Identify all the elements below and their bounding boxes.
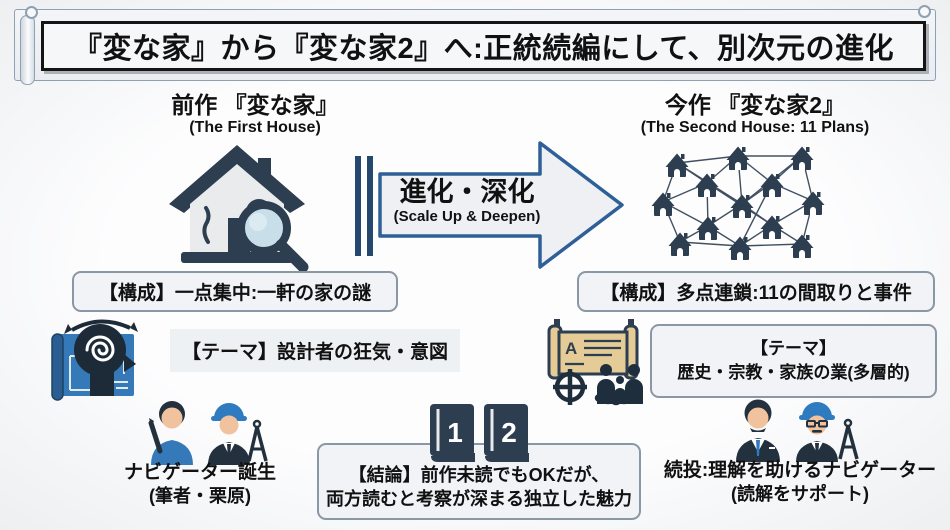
page-title: 『変な家』から『変な家2』へ:正統続編にして、別次元の進化 (73, 33, 894, 65)
right-header-title: 今作 『変な家2』 (664, 92, 846, 118)
left-structure-box: 【構成】一点集中:一軒の家の謎 (72, 271, 398, 312)
title-box: 『変な家』から『変な家2』へ:正統続編にして、別次元の進化 (41, 21, 926, 71)
arrow-label: 進化・深化 (Scale Up & Deepen) (382, 177, 552, 227)
left-column-header: 前作 『変な家』 (The First House) (105, 92, 405, 137)
right-header-subtitle: (The Second House: 11 Plans) (640, 119, 870, 136)
evolution-arrow: 進化・深化 (Scale Up & Deepen) (352, 136, 627, 274)
left-theme-text: 【テーマ】設計者の狂気・意図 (170, 329, 461, 372)
right-navigator-caption: 続投:理解を助けるナビゲーター (読解をサポート) (652, 459, 948, 506)
conclusion-box: 【結論】前作未読でもOKだが、 両方読むと考察が深まる独立した魅力 (317, 443, 641, 520)
right-structure-box: 【構成】多点連鎖:11の間取りと事件 (577, 271, 935, 312)
left-navigator-caption: ナビゲーター誕生 (筆者・栗原) (55, 461, 345, 508)
right-structure-text: 【構成】多点連鎖:11の間取りと事件 (600, 283, 912, 304)
right-column-header: 今作 『変な家2』 (The Second House: 11 Plans) (585, 92, 925, 137)
scroll-curl-right-icon (918, 5, 931, 18)
left-navigator-line2: (筆者・栗原) (149, 486, 251, 506)
scroll-letter: A (565, 339, 577, 358)
house-magnifier-icon (162, 142, 312, 277)
right-theme-line2: 歴史・宗教・家族の業(多層的) (677, 363, 910, 382)
arrow-title: 進化・深化 (399, 177, 535, 207)
right-theme-box: 【テーマ】 歴史・宗教・家族の業(多層的) (650, 324, 937, 398)
left-header-subtitle: (The First House) (189, 119, 321, 136)
right-theme-line1: 【テーマ】 (751, 339, 836, 358)
left-structure-text: 【構成】一点集中:一軒の家の謎 (98, 283, 372, 304)
history-scroll-family-icon: A (542, 312, 650, 413)
scroll-curl-left-icon (25, 6, 38, 19)
left-header-title: 前作 『変な家』 (171, 92, 339, 118)
right-navigator-line1: 続投:理解を助けるナビゲーター (663, 460, 937, 481)
arrow-icon (355, 141, 624, 269)
title-banner: 『変な家』から『変な家2』へ:正統続編にして、別次元の進化 (14, 5, 936, 85)
left-navigator-line1: ナビゲーター誕生 (123, 462, 276, 483)
books-1-2-icon: 1 2 (424, 402, 536, 469)
conclusion-line1: 【結論】前作未読でもOKだが、 (348, 465, 610, 485)
scroll-roll-left (20, 15, 35, 85)
book-1-number: 1 (447, 417, 463, 448)
house-network-icon (635, 138, 875, 273)
arrow-subtitle: (Scale Up & Deepen) (393, 208, 541, 225)
writer-architect-icon (138, 397, 270, 470)
book-2-number: 2 (501, 417, 517, 448)
conclusion-line2: 両方読むと考察が深まる独立した魅力 (326, 489, 632, 509)
madness-blueprint-icon (46, 310, 158, 409)
businessman-architect-icon (722, 395, 867, 467)
right-navigator-line2: (読解をサポート) (731, 484, 869, 504)
